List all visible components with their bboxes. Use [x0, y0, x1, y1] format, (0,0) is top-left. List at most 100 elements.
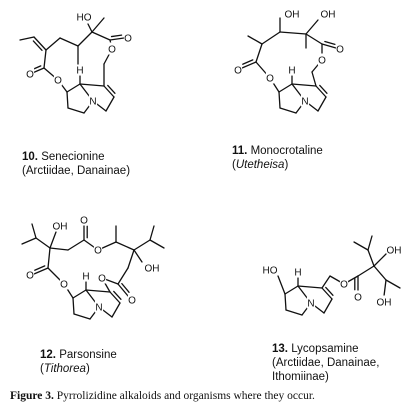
atom-background — [79, 213, 89, 226]
bond — [133, 249, 143, 263]
nitrogen-atom: N — [89, 97, 96, 108]
ester-oxygen: O — [60, 280, 68, 291]
hydroxyl-group: OH — [377, 298, 392, 309]
bond — [115, 241, 135, 251]
atom-background — [123, 31, 133, 44]
compound-13-organisms-line2: Ithomiinae) — [272, 371, 329, 383]
carbonyl-oxygen: O — [124, 34, 132, 45]
ester-oxygen: O — [108, 45, 116, 56]
double-bond — [121, 282, 130, 293]
hydroxyl-group: OH — [145, 264, 160, 275]
bond — [311, 71, 317, 87]
compound-10-name: Senecionine — [41, 151, 105, 163]
nitrogen-atom: N — [95, 303, 102, 314]
compound-12-label: 12. Parsonsine (Tithorea) — [40, 349, 117, 375]
bond — [19, 36, 35, 41]
bond — [367, 249, 375, 267]
bond — [127, 249, 135, 269]
double-bond — [324, 40, 336, 46]
carbonyl-oxygen: O — [354, 293, 362, 304]
atom-background — [306, 296, 316, 309]
double-bond — [319, 84, 328, 94]
ester-oxygen: O — [98, 274, 106, 285]
bond — [87, 23, 93, 33]
bond — [105, 96, 115, 112]
atom-background — [88, 94, 98, 107]
atom-background — [262, 263, 278, 276]
bond — [35, 237, 51, 249]
atom-background — [320, 7, 336, 20]
atom-background — [353, 290, 363, 303]
bond — [367, 235, 373, 251]
bond — [241, 61, 257, 69]
bond — [45, 37, 61, 51]
compound-12-number: 12. — [40, 349, 56, 361]
atom-background — [265, 71, 275, 84]
atom-background — [339, 277, 349, 290]
atom-background — [233, 63, 243, 76]
atom-background — [284, 7, 300, 20]
hydrogen-atom: H — [82, 272, 89, 283]
hydroxyl-group: OH — [285, 10, 300, 21]
atom-background — [53, 73, 63, 86]
hydroxyl-group: OH — [321, 10, 336, 21]
compound-13-number: 13. — [272, 343, 288, 355]
compound-12-name: Parsonsine — [59, 349, 117, 361]
bond — [91, 17, 105, 33]
atom-background — [25, 268, 35, 281]
bond — [317, 96, 327, 112]
ester-oxygen: O — [266, 74, 274, 85]
bond — [353, 241, 369, 251]
compound-11-number: 11. — [232, 145, 248, 157]
atom-background — [287, 63, 297, 76]
double-bond — [34, 265, 46, 271]
hydroxyl-group: OH — [387, 246, 402, 257]
carbonyl-oxygen: O — [234, 66, 242, 77]
caption-figure-number: Figure 3. — [10, 390, 54, 402]
atom-background — [75, 63, 85, 76]
bond — [284, 293, 287, 311]
atom-background — [386, 243, 402, 256]
bond — [291, 83, 317, 87]
bond — [91, 31, 111, 41]
ester-oxygen: O — [340, 280, 348, 291]
double-bond — [325, 286, 334, 296]
ester-oxygen: O — [94, 246, 102, 257]
compound-13-name: Lycopsamine — [291, 343, 359, 355]
bond — [278, 91, 281, 109]
bond — [255, 43, 263, 63]
bond — [279, 31, 307, 35]
ester-oxygen: O — [318, 56, 326, 67]
bond — [383, 279, 387, 297]
bond — [117, 283, 129, 297]
atom-background — [52, 219, 68, 232]
carbonyl-oxygen: O — [80, 216, 88, 227]
atom-background — [94, 300, 104, 313]
bond — [247, 35, 263, 45]
bond — [149, 225, 155, 241]
bond — [33, 36, 47, 51]
bond — [49, 247, 69, 251]
hydroxyl-group: OH — [53, 222, 68, 233]
bond — [73, 313, 91, 320]
bond — [66, 91, 69, 109]
caption-text: Pyrrolizidine alkaloids and organisms wh… — [56, 390, 315, 402]
compound-10-organisms: (Arctiidae, Danainae) — [22, 165, 131, 177]
carbonyl-oxygen: O — [336, 45, 344, 56]
bond — [321, 287, 333, 300]
bond — [33, 267, 49, 275]
bond — [305, 33, 323, 45]
bond — [117, 267, 129, 285]
hydroxyl-group: HO — [263, 266, 278, 277]
bond — [31, 223, 37, 239]
compound-12-organisms: Tithorea — [43, 363, 86, 375]
bond — [133, 239, 151, 251]
bond — [85, 289, 111, 293]
atom-background — [93, 243, 103, 256]
bond — [373, 253, 387, 267]
atom-background — [376, 295, 392, 308]
